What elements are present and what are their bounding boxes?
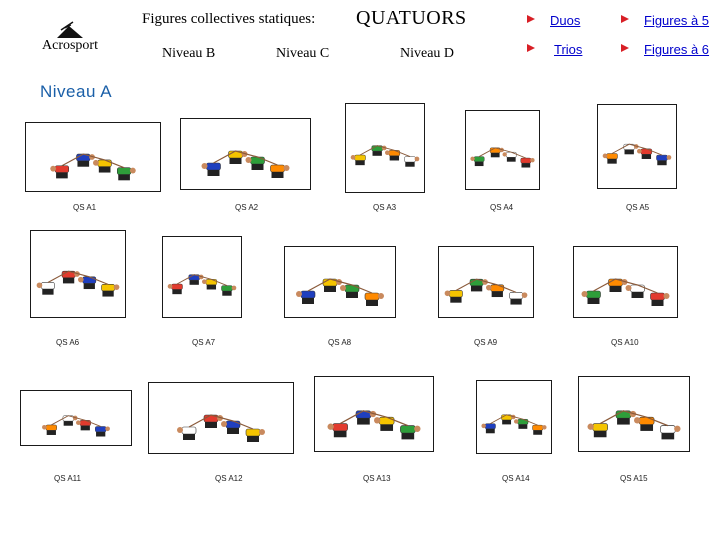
acrobat-illustration-icon [42, 415, 110, 437]
figure-thumbnail-qs-a15[interactable] [578, 376, 690, 452]
acrobat-illustration-icon [50, 153, 136, 181]
acrobat-illustration-icon [167, 274, 237, 296]
figure-thumbnail-qs-a13[interactable] [314, 376, 434, 452]
figure-caption: QS A4 [490, 203, 514, 212]
figure-caption: QS A8 [328, 338, 352, 347]
figure-caption: QS A11 [54, 474, 81, 483]
acrobat-illustration-icon [201, 150, 290, 178]
acrobat-illustration-icon [36, 270, 120, 297]
bullet-icon [621, 44, 629, 52]
figure-caption: QS A13 [363, 474, 391, 483]
figure-caption: QS A7 [192, 338, 216, 347]
figure-caption: QS A3 [373, 203, 397, 212]
figure-caption: QS A5 [626, 203, 650, 212]
figure-thumbnail-qs-a4[interactable] [465, 110, 540, 190]
figure-caption: QS A9 [474, 338, 498, 347]
figure-thumbnail-qs-a6[interactable] [30, 230, 126, 318]
acrobat-illustration-icon [327, 410, 421, 440]
level-link-b[interactable]: Niveau B [162, 46, 216, 61]
figure-thumbnail-qs-a1[interactable] [25, 122, 161, 192]
link-figures-5[interactable]: Figures à 5 [644, 13, 710, 28]
logo-text: Acrosport [42, 38, 98, 53]
figure-thumbnail-qs-a2[interactable] [180, 118, 311, 190]
logo-icon [57, 21, 83, 38]
level-link-c[interactable]: Niveau C [276, 46, 330, 61]
figure-caption: QS A1 [73, 203, 97, 212]
bullet-icon [527, 44, 535, 52]
link-duos[interactable]: Duos [550, 13, 581, 28]
acrobat-illustration-icon [602, 143, 672, 166]
figure-thumbnail-qs-a5[interactable] [597, 104, 677, 189]
figure-thumbnail-qs-a14[interactable] [476, 380, 552, 454]
acrobat-illustration-icon [177, 414, 265, 442]
acrobat-illustration-icon [350, 145, 420, 167]
acrobat-illustration-icon [481, 414, 547, 435]
figure-thumbnail-qs-a10[interactable] [573, 246, 678, 318]
acrobat-illustration-icon [444, 278, 528, 305]
acrobat-illustration-icon [470, 147, 535, 168]
figure-caption: QS A2 [235, 203, 259, 212]
figure-thumbnail-qs-a12[interactable] [148, 382, 294, 454]
figure-caption: QS A14 [502, 474, 530, 483]
figure-caption: QS A12 [215, 474, 243, 483]
figure-thumbnail-qs-a8[interactable] [284, 246, 396, 318]
figure-thumbnail-qs-a11[interactable] [20, 390, 132, 446]
level-link-d[interactable]: Niveau D [400, 46, 455, 61]
figure-thumbnail-qs-a3[interactable] [345, 103, 425, 193]
figure-thumbnail-qs-a7[interactable] [162, 236, 242, 318]
acrobat-illustration-icon [296, 278, 384, 306]
bullet-icon [621, 15, 629, 23]
acrobat-illustration-icon [587, 410, 681, 440]
acrobat-illustration-icon [581, 278, 670, 306]
link-trios[interactable]: Trios [554, 42, 583, 57]
bullet-icon [527, 15, 535, 23]
link-figures-6[interactable]: Figures à 6 [644, 42, 710, 57]
figure-caption: QS A10 [611, 338, 639, 347]
section-title: Niveau A [40, 82, 113, 101]
logo[interactable]: Acrosport [40, 14, 120, 58]
figure-caption: QS A15 [620, 474, 648, 483]
page-title-prefix: Figures collectives statiques: [142, 11, 316, 27]
page-title: QUATUORS [356, 7, 467, 29]
figure-caption: QS A6 [56, 338, 80, 347]
figure-thumbnail-qs-a9[interactable] [438, 246, 534, 318]
